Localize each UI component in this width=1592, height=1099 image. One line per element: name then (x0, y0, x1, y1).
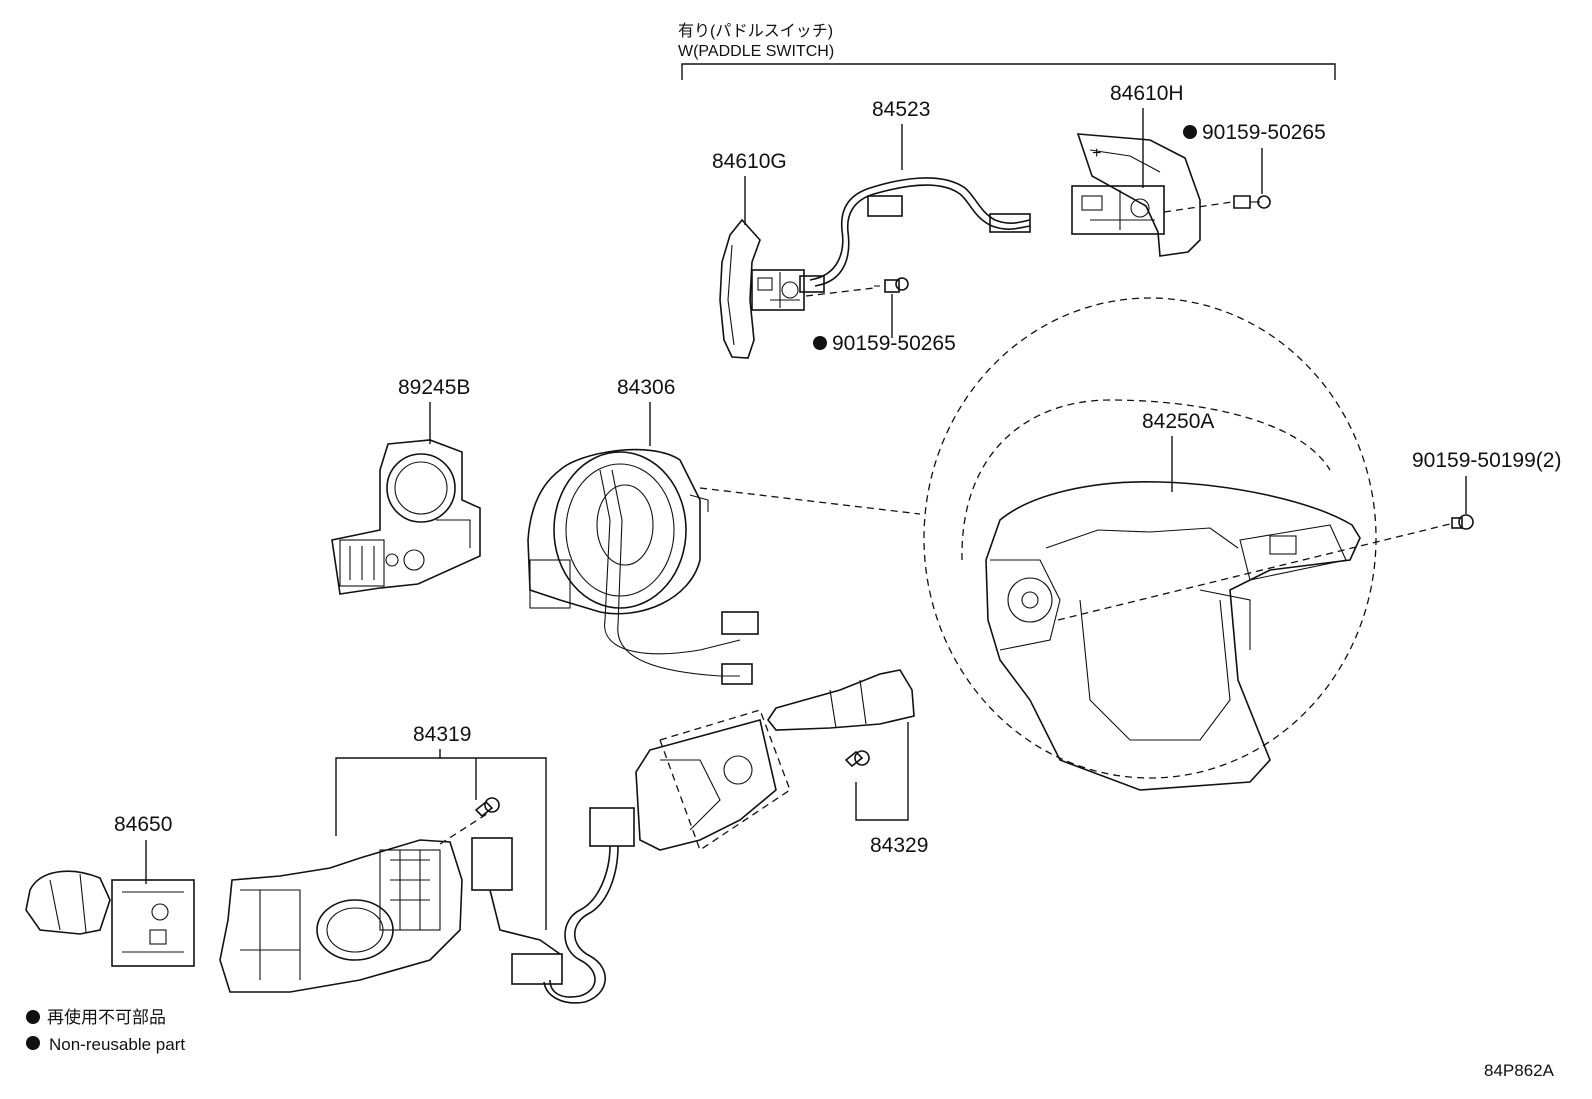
steering-wheel-rim-inner (961, 399, 1331, 561)
label-84610G: 84610G (712, 150, 787, 173)
legend-dot-en (26, 1036, 40, 1050)
legend-en: Non-reusable part (49, 1035, 185, 1054)
leader-84329 (855, 722, 909, 821)
screw-base[interactable] (474, 797, 500, 818)
lever-switch-right[interactable] (511, 669, 915, 1004)
screw-top-left[interactable] (874, 277, 909, 293)
label-screw-top-left: 90159-50265 (832, 332, 956, 355)
label-84306: 84306 (617, 376, 675, 399)
screw-top-right[interactable] (1233, 195, 1271, 209)
label-screw-top-right: 90159-50265 (1202, 121, 1326, 144)
dash-wheel-screw (1057, 523, 1451, 621)
label-84523: 84523 (872, 98, 930, 121)
group-bracket (681, 63, 1336, 80)
paddle-switch-left[interactable] (719, 218, 805, 359)
label-84329: 84329 (870, 834, 928, 857)
screw-wheel[interactable] (1451, 514, 1474, 530)
label-84319: 84319 (413, 723, 471, 746)
label-84650: 84650 (114, 813, 172, 836)
label-89245B: 89245B (398, 376, 470, 399)
label-84250A: 84250A (1142, 410, 1214, 433)
dash-screw-top-right (1163, 201, 1233, 213)
lever-switch-left[interactable] (25, 870, 195, 967)
steering-angle-sensor[interactable] (331, 439, 481, 595)
screw-lever-right[interactable] (844, 750, 870, 768)
non-reusable-marker-top-left (813, 336, 827, 350)
legend-dot-jp (26, 1010, 40, 1024)
legend-jp: 再使用不可部品 (47, 1007, 166, 1027)
paddle-plus-mark: + (1092, 145, 1101, 162)
leader-84319 (335, 749, 547, 930)
label-screw-wheel: 90159-50199(2) (1412, 449, 1561, 472)
group-label-jp: 有り(パドルスイッチ) (678, 22, 833, 40)
label-84610H: 84610H (1110, 82, 1184, 105)
dash-spiral-to-wheel (699, 487, 921, 515)
combination-switch-base[interactable] (219, 811, 561, 993)
spiral-cable[interactable] (527, 448, 759, 685)
diagram-id: 84P862A (1484, 1061, 1555, 1080)
group-label-en: W(PADDLE SWITCH) (678, 43, 834, 60)
paddle-wire-harness[interactable] (799, 177, 1031, 293)
steering-wheel[interactable] (923, 297, 1377, 791)
paddle-switch-right[interactable]: + (1071, 133, 1201, 257)
steering-wheel-rim (923, 297, 1377, 779)
non-reusable-marker-top-right (1183, 125, 1197, 139)
